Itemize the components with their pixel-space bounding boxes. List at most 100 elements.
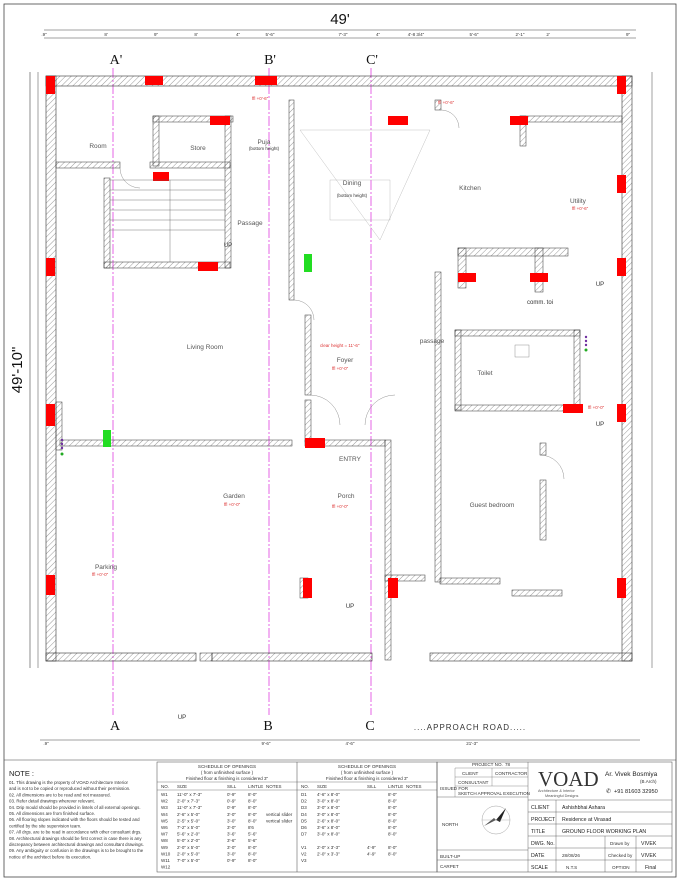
client-key: CLIENT [531, 805, 550, 811]
logo-subtitle: Architecture & Interior [538, 789, 575, 793]
dining-lines [299, 129, 431, 241]
schedule-cell: D1 [301, 792, 307, 797]
note-line: certified by the site supervision team. [9, 823, 81, 828]
foyer-label: Foyer [337, 357, 354, 364]
schedule-cell: 0'-9" [227, 858, 236, 863]
entry-label: ENTRY [339, 456, 362, 463]
top-dim-label: 9" [626, 32, 631, 37]
schedule-cell: 3'-0" [227, 825, 236, 830]
comm-toilet-label: comm. toi [527, 300, 553, 306]
grid-label-c: C [365, 719, 374, 734]
wash-basin-icon [514, 344, 530, 358]
note-line: discrepancy between architectural drawin… [9, 842, 144, 847]
scale-value: N.T.S [566, 865, 577, 870]
schedule-cell: 4'-6" x 8'-0" [317, 792, 340, 797]
top-dim-label: 7'-3" [339, 32, 348, 37]
schedule-header: SILL [227, 784, 237, 789]
note-line: 04. Drip mould should be provided in lin… [9, 805, 141, 810]
schedule-cell: D5 [301, 818, 307, 823]
schedule-cell: 8'6 [248, 825, 254, 830]
grid-label-c-prime: C' [366, 53, 378, 68]
notes-title: NOTE : [9, 769, 34, 778]
up-label-2: UP [596, 282, 604, 288]
schedule-cell: 3'-0" [227, 818, 236, 823]
foyer-ffl-note: ffl +0'-0" [332, 366, 349, 371]
schedule-cell: 7'-0" x 5'-0" [177, 858, 200, 863]
schedule-cell: 8'-0" [388, 805, 397, 810]
stair-up-label: UP [224, 243, 232, 249]
schedule-cell: 8'-0" [248, 792, 257, 797]
schedule-cell: 8'-0" [388, 851, 397, 856]
up-label-3: UP [596, 422, 604, 428]
schedule-cell: W10 [161, 851, 171, 856]
project-value: Residence at Virasad [562, 817, 611, 823]
schedule-cell: 3'-0" x 8'-0" [317, 805, 340, 810]
schedule-cell: 3'-0" x 8'-0" [317, 812, 340, 817]
title-key: TITLE [531, 829, 546, 835]
notes-list: 01. This drawing is the property of VOAD… [9, 780, 144, 859]
schedule-cell: 2'-0" x 3'-3" [317, 851, 340, 856]
schedule-cell: vertical slider [266, 818, 293, 823]
schedule-cell: 5'-6" [248, 838, 257, 843]
schedule-cell: D6 [301, 825, 307, 830]
puja-note: (bottom height) [249, 146, 280, 151]
drawn-by-key: Drawn by [610, 841, 630, 846]
bottom-dim-label: 9'-6" [262, 741, 271, 746]
puja-label: Puja [257, 139, 270, 146]
parking-label: Parking [95, 564, 117, 571]
project-key: PROJECT [531, 817, 556, 823]
garden-ffl-note: ffl +0'-0" [224, 502, 241, 507]
schedule-cell: W7 [161, 832, 168, 837]
schedule-cell: 3'-0" [227, 812, 236, 817]
architect-phone: +91 81603 32950 [614, 789, 658, 795]
schedule-cell: 2'-0" x 5'-0" [177, 845, 200, 850]
schedule-cell: 8'-0" [388, 812, 397, 817]
schedule-cell: D2 [301, 799, 307, 804]
schedule-cell: W5 [161, 818, 168, 823]
carpet-label: CARPET [440, 864, 459, 869]
schedule-cell: 3'-0" x 8'-0" [317, 799, 340, 804]
passage2-label: passage [420, 338, 445, 345]
green-markers [103, 254, 312, 447]
schedule-cell: V1 [301, 845, 307, 850]
up-label-4: UP [346, 604, 354, 610]
schedule-right-table: SCHEDULE OF OPENINGS( from unfinished su… [297, 764, 437, 863]
schedule-cell: 0'-9" [227, 792, 236, 797]
schedule-left-table: SCHEDULE OF OPENINGS( from unfinished su… [157, 764, 297, 870]
dwg-no-key: DWG. No. [531, 841, 555, 847]
note-line: 05. All dimensions are from finished sur… [9, 811, 95, 816]
date-value: 28/08/26 [562, 853, 580, 858]
dining-ffl-note: ffl +0'-6" [438, 100, 455, 105]
top-dim-label: .9" [41, 32, 47, 37]
schedule-cell: 8'-0" [248, 858, 257, 863]
interior-walls [55, 99, 623, 662]
top-dim-label: 8' [104, 32, 108, 37]
schedule-cell: 3'-6" [227, 832, 236, 837]
note-line: 07. All drgs. are to be read in accordan… [9, 830, 142, 835]
schedule-cell: 3'-6" [227, 838, 236, 843]
schedule-subtitle: Finished floor & finishing is considered… [186, 776, 269, 781]
entry-green-dot [60, 452, 64, 456]
door-swings [119, 109, 565, 480]
bottom-dim-label: .9" [43, 741, 49, 746]
schedule-cell: 8'-0" [388, 799, 397, 804]
top-dim-label: 2' [546, 32, 550, 37]
schedule-cell: 5'-0" x 2'-0" [177, 838, 200, 843]
schedule-cell: 8'-0" [248, 845, 257, 850]
note-line: 03. Refer detail drawings wherever relev… [9, 799, 95, 804]
checked-by-value: VIVEK [641, 853, 657, 859]
schedule-cell: 2'-5" x 5'-0" [177, 818, 200, 823]
living-room-label: Living Room [187, 344, 223, 351]
toilet-ffl-note: ffl +0'-0" [588, 405, 605, 410]
store-label: Store [190, 145, 206, 152]
note-line: and is not to be copied or reproduced wi… [9, 786, 130, 791]
utility-label: Utility [570, 198, 587, 205]
schedule-cell: 8'-0" [388, 825, 397, 830]
schedule-cell: D4 [301, 812, 307, 817]
grid-label-b-prime: B' [264, 53, 276, 68]
architect-name: Ar. Vivek Bosmiya [605, 771, 658, 778]
top-dim-label: 9" [154, 32, 159, 37]
bottom-dim-label: 4'-6" [346, 741, 355, 746]
schedule-cell: 11'-0" x 7'-3" [177, 792, 202, 797]
